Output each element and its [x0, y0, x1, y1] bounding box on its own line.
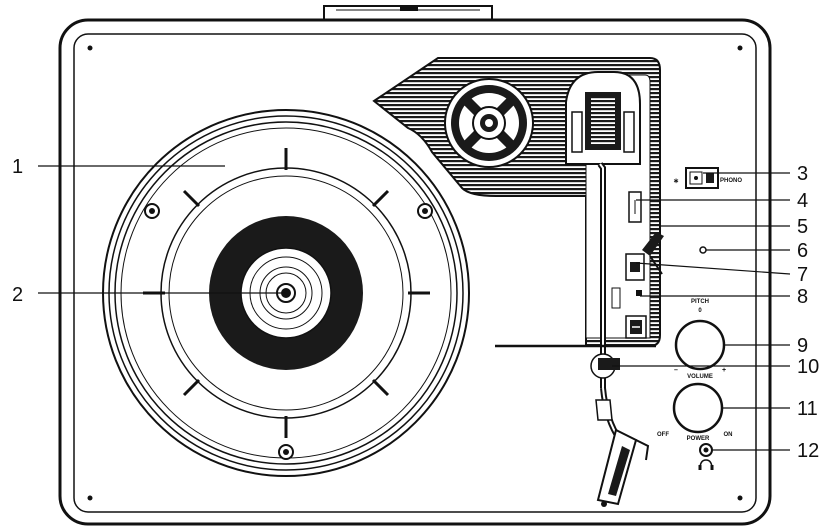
callout-8: 8	[797, 286, 808, 308]
pitch-zero-label: 0	[698, 308, 702, 314]
corner-screws	[87, 45, 743, 501]
45rpm-adapter	[444, 78, 534, 168]
callout-6: 6	[797, 240, 808, 262]
tonearm-rest	[590, 353, 620, 379]
callout-10: 10	[797, 356, 819, 378]
indicator-led	[699, 246, 707, 254]
volume-label: VOLUME	[687, 374, 713, 380]
on-label: ON	[724, 432, 733, 438]
callout-1: 1	[12, 156, 23, 178]
callout-11: 11	[797, 398, 818, 420]
callout-4: 4	[797, 190, 808, 212]
phono-label: PHONO	[720, 178, 742, 184]
callout-7: 7	[797, 264, 808, 286]
callout-12: 12	[797, 440, 819, 462]
power-label: POWER	[687, 436, 710, 442]
carry-handle	[323, 5, 493, 21]
callout-2: 2	[12, 284, 23, 306]
callout-leaders	[38, 165, 791, 451]
callout-5: 5	[797, 216, 808, 238]
pitch-volume-knob: PITCH 0 – VOLUME +	[674, 299, 726, 380]
callout-9: 9	[797, 335, 808, 357]
callout-3: 3	[797, 163, 808, 185]
pitch-label: PITCH	[691, 299, 709, 305]
plus-label: +	[722, 367, 726, 374]
power-knob: OFF POWER ON	[657, 382, 733, 442]
tonearm	[565, 71, 650, 507]
minus-label: –	[674, 367, 678, 374]
lift-control	[611, 253, 645, 309]
headphones-icon	[698, 459, 714, 470]
speed-selector	[625, 290, 647, 339]
off-label: OFF	[657, 432, 669, 438]
bluetooth-icon: ∗	[673, 178, 679, 185]
